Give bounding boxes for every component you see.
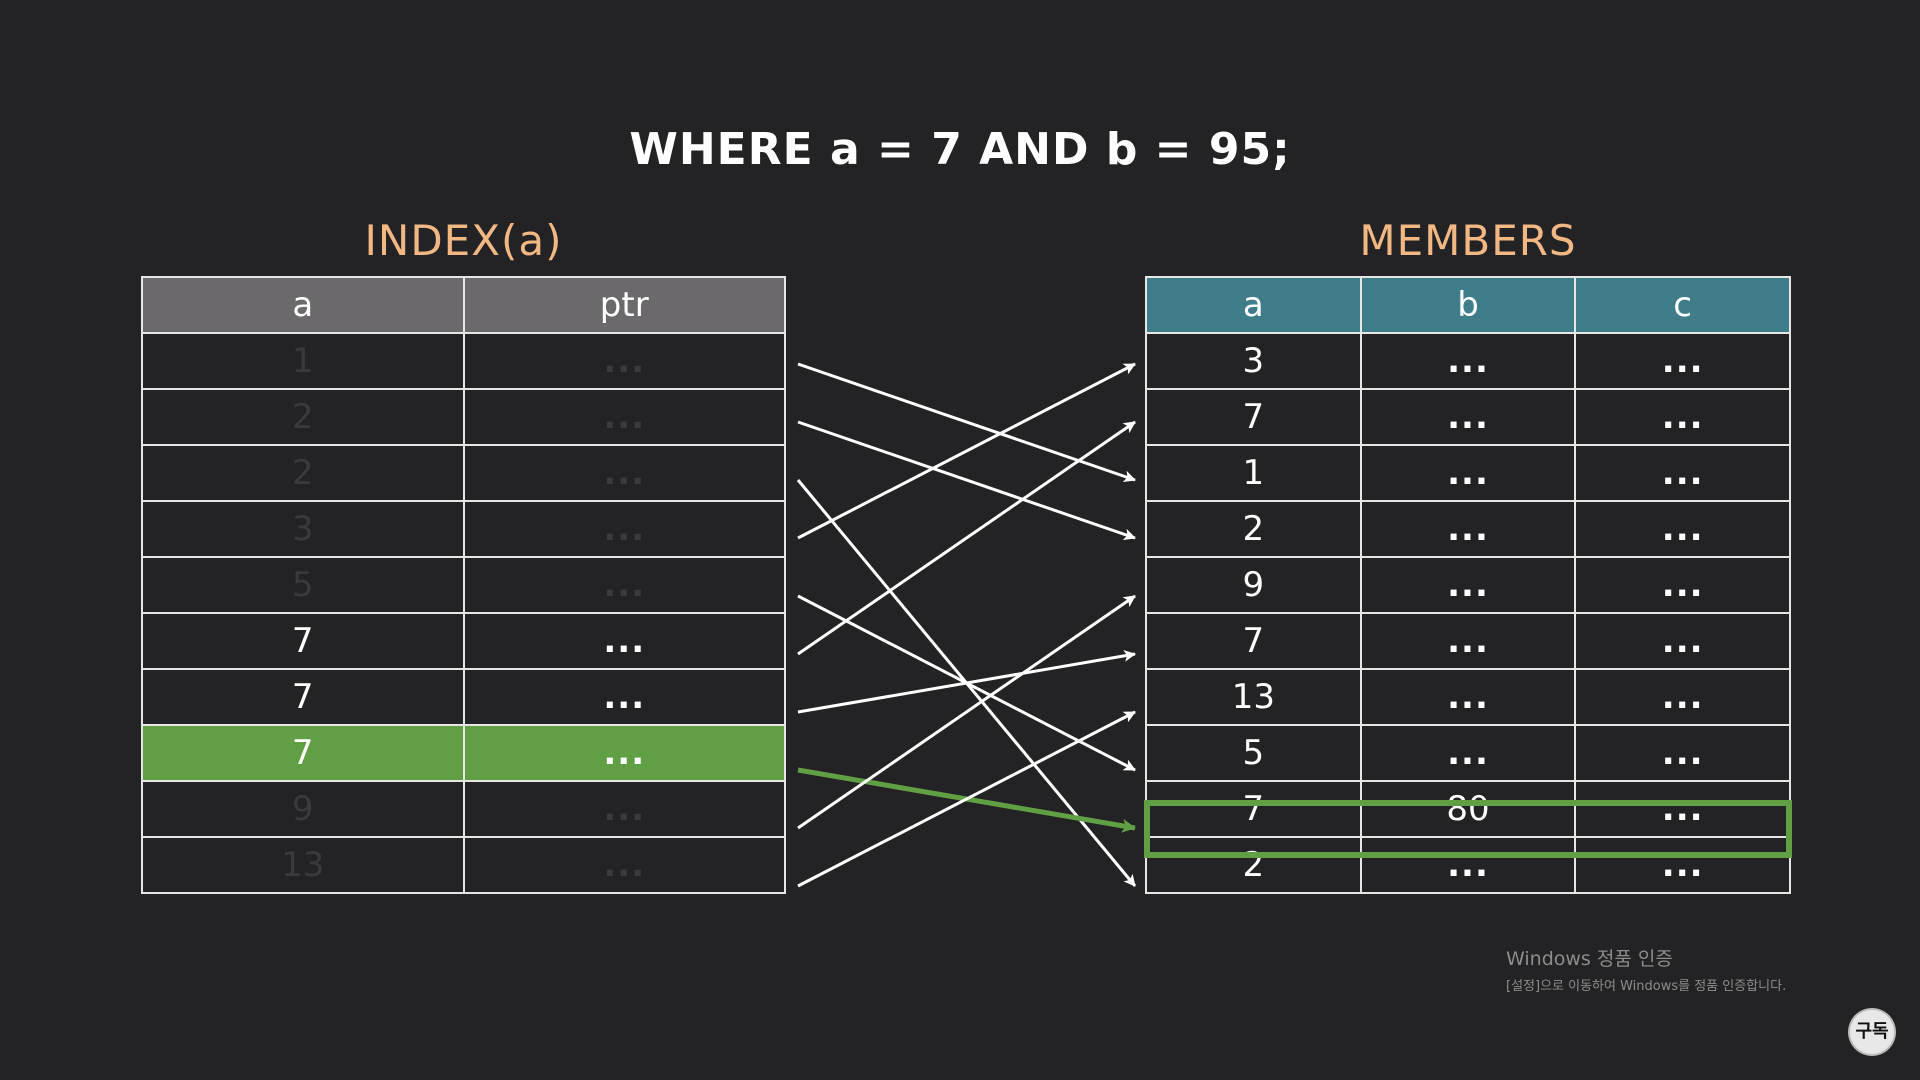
members-cell-c: ...	[1574, 444, 1791, 502]
members-cell-b: ...	[1359, 724, 1577, 782]
pointer-arrow	[797, 710, 1136, 888]
members-cell-b: ...	[1359, 612, 1577, 670]
pointer-arrow	[797, 594, 1136, 830]
index-table: a ptr 1...2...2...3...5...7...7...7...9.…	[141, 276, 786, 894]
members-cell-b: ...	[1359, 668, 1577, 726]
members-cell-c: ...	[1574, 724, 1791, 782]
index-cell-a: 2	[141, 444, 465, 502]
pointer-arrow-match	[797, 767, 1136, 833]
index-cell-ptr: ...	[462, 500, 786, 558]
members-cell-a: 9	[1145, 556, 1362, 614]
index-cell-ptr: ...	[462, 388, 786, 446]
index-header-a: a	[141, 276, 465, 334]
members-row: 13......	[1145, 668, 1791, 726]
index-cell-ptr: ...	[462, 444, 786, 502]
index-row: 1...	[141, 332, 786, 390]
index-row: 7...	[141, 724, 786, 782]
members-cell-b: ...	[1359, 836, 1577, 894]
pointer-arrow	[797, 594, 1136, 772]
pointer-arrow	[797, 420, 1136, 541]
members-cell-c: ...	[1574, 332, 1791, 390]
query-text: WHERE a = 7 AND b = 95;	[629, 124, 1291, 175]
members-row: 2......	[1145, 500, 1791, 558]
index-header-row: a ptr	[141, 276, 786, 334]
members-cell-c: ...	[1574, 612, 1791, 670]
index-cell-a: 5	[141, 556, 465, 614]
index-row: 9...	[141, 780, 786, 838]
members-cell-c: ...	[1574, 836, 1791, 894]
members-cell-b: 80	[1359, 780, 1577, 838]
members-cell-c: ...	[1574, 388, 1791, 446]
members-row: 9......	[1145, 556, 1791, 614]
members-cell-c: ...	[1574, 780, 1791, 838]
members-cell-a: 5	[1145, 724, 1362, 782]
index-header-ptr: ptr	[462, 276, 786, 334]
members-header-a: a	[1145, 276, 1362, 334]
index-cell-a: 9	[141, 780, 465, 838]
members-row: 1......	[1145, 444, 1791, 502]
pointer-arrow	[797, 420, 1136, 656]
pointer-arrow	[797, 649, 1136, 714]
members-header-row: a b c	[1145, 276, 1791, 334]
members-table: a b c 3......7......1......2......9.....…	[1145, 276, 1791, 894]
members-cell-b: ...	[1359, 444, 1577, 502]
index-row: 7...	[141, 612, 786, 670]
members-row: 7......	[1145, 612, 1791, 670]
members-cell-c: ...	[1574, 556, 1791, 614]
index-cell-a: 7	[141, 612, 465, 670]
members-cell-b: ...	[1359, 388, 1577, 446]
members-cell-a: 7	[1145, 780, 1362, 838]
members-header-c: c	[1574, 276, 1791, 334]
subscribe-button[interactable]: 구독	[1850, 1010, 1894, 1054]
members-row: 5......	[1145, 724, 1791, 782]
pointer-arrow	[797, 362, 1136, 483]
members-cell-b: ...	[1359, 500, 1577, 558]
members-cell-a: 7	[1145, 388, 1362, 446]
members-cell-c: ...	[1574, 500, 1791, 558]
index-row: 5...	[141, 556, 786, 614]
index-cell-a: 7	[141, 724, 465, 782]
members-cell-a: 7	[1145, 612, 1362, 670]
members-cell-a: 13	[1145, 668, 1362, 726]
members-cell-c: ...	[1574, 668, 1791, 726]
index-row: 7...	[141, 668, 786, 726]
index-row: 2...	[141, 444, 786, 502]
index-cell-a: 2	[141, 388, 465, 446]
index-cell-ptr: ...	[462, 836, 786, 894]
index-cell-a: 13	[141, 836, 465, 894]
members-row: 2......	[1145, 836, 1791, 894]
index-cell-a: 7	[141, 668, 465, 726]
pointer-arrow	[797, 362, 1136, 540]
index-cell-ptr: ...	[462, 780, 786, 838]
members-cell-a: 3	[1145, 332, 1362, 390]
windows-activation-watermark: Windows 정품 인증 [설정]으로 이동하여 Windows를 정품 인증…	[1506, 944, 1786, 994]
index-row: 3...	[141, 500, 786, 558]
pointer-arrow	[796, 479, 1137, 887]
index-cell-a: 1	[141, 332, 465, 390]
members-table-title: MEMBERS	[1359, 216, 1577, 265]
watermark-title: Windows 정품 인증	[1506, 948, 1673, 970]
index-row: 2...	[141, 388, 786, 446]
members-row: 7......	[1145, 388, 1791, 446]
members-cell-a: 1	[1145, 444, 1362, 502]
watermark-subtitle: [설정]으로 이동하여 Windows를 정품 인증합니다.	[1506, 979, 1787, 994]
members-cell-b: ...	[1359, 332, 1577, 390]
members-cell-b: ...	[1359, 556, 1577, 614]
index-cell-a: 3	[141, 500, 465, 558]
members-cell-a: 2	[1145, 500, 1362, 558]
index-cell-ptr: ...	[462, 612, 786, 670]
members-cell-a: 2	[1145, 836, 1362, 894]
members-header-b: b	[1359, 276, 1577, 334]
index-cell-ptr: ...	[462, 724, 786, 782]
index-cell-ptr: ...	[462, 556, 786, 614]
members-row: 3......	[1145, 332, 1791, 390]
index-cell-ptr: ...	[462, 668, 786, 726]
index-table-title: INDEX(a)	[364, 216, 563, 265]
index-cell-ptr: ...	[462, 332, 786, 390]
index-row: 13...	[141, 836, 786, 894]
